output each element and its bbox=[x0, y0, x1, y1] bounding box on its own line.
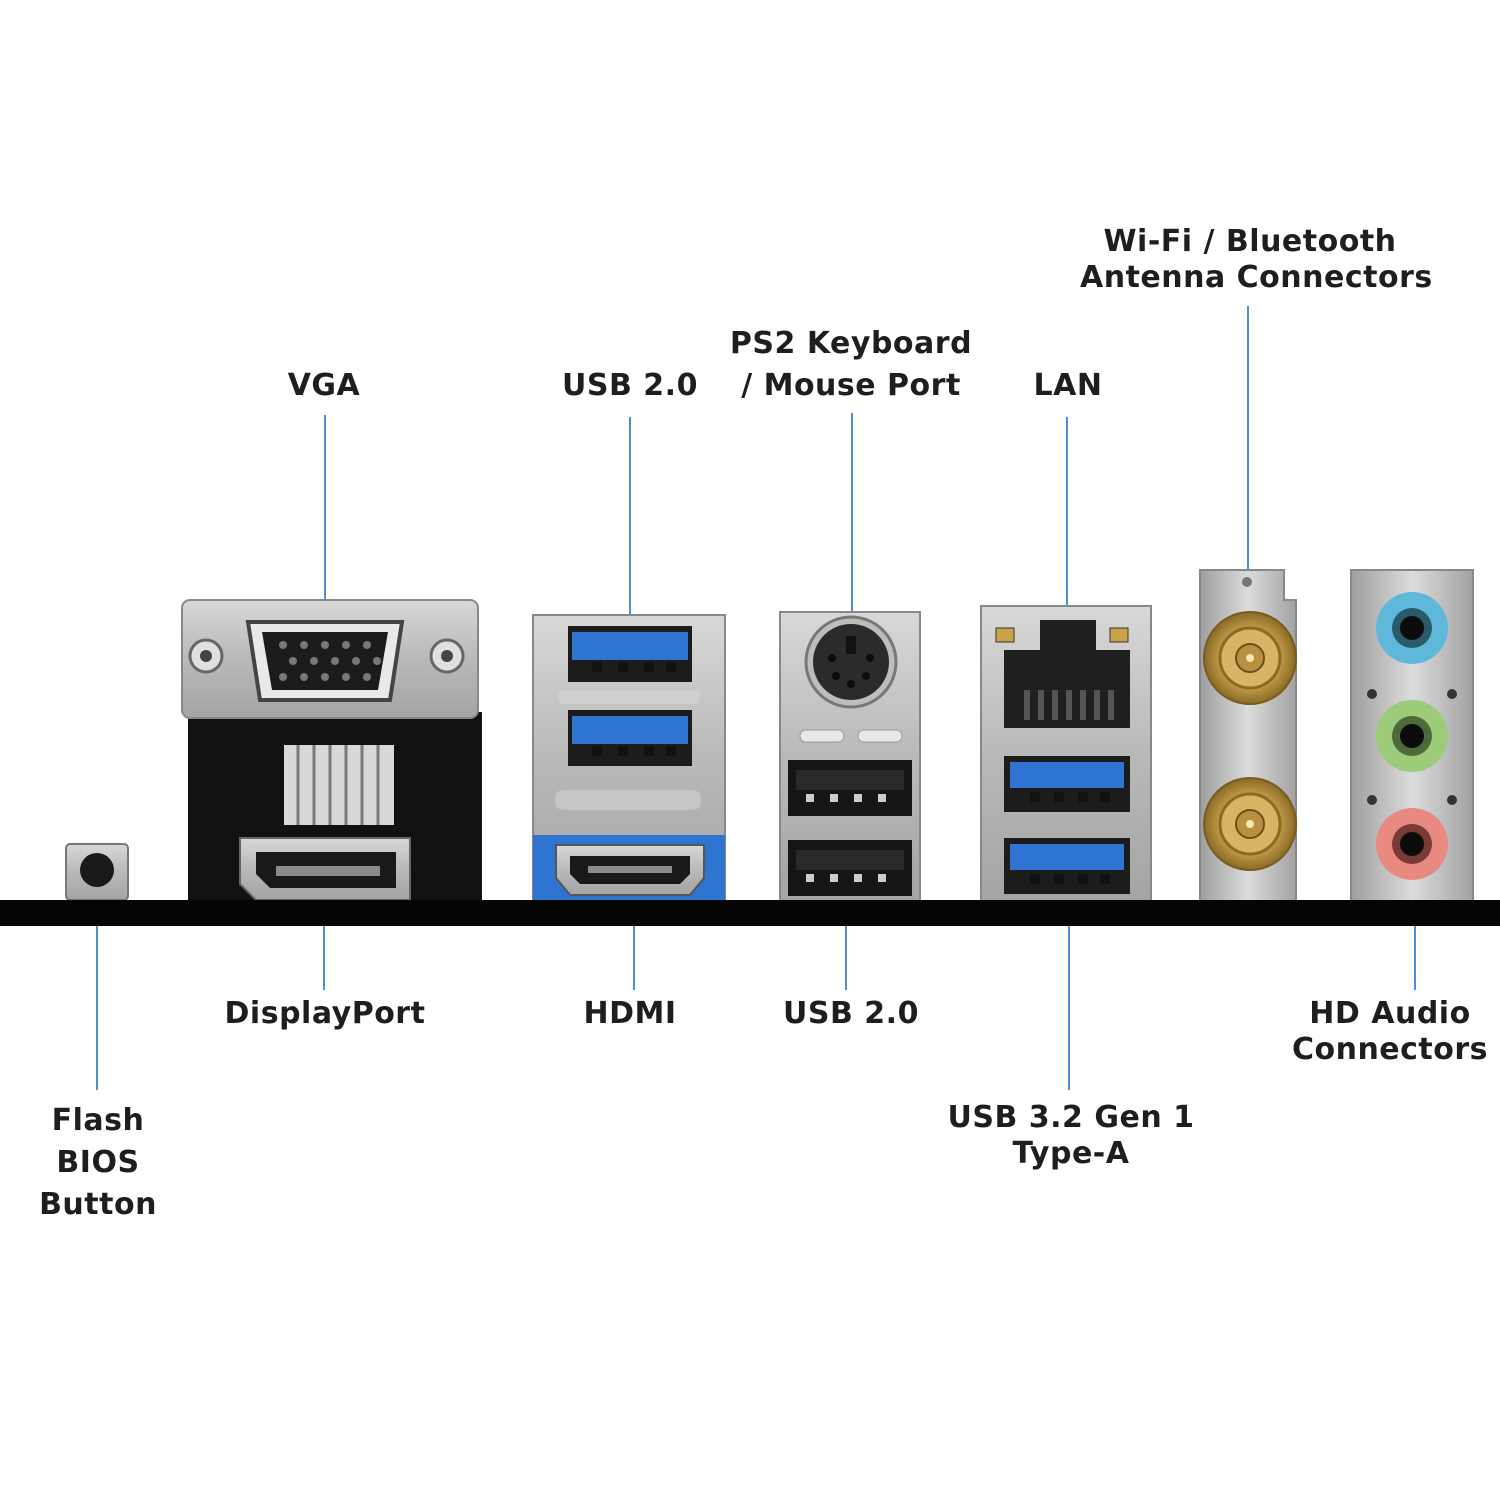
leader-usb20-bottom bbox=[845, 897, 847, 990]
vga-displayport-stack bbox=[181, 599, 482, 902]
flash-bios-button bbox=[65, 843, 129, 901]
leader-usb20-top bbox=[629, 417, 631, 622]
leader-wifi bbox=[1247, 306, 1249, 582]
leader-flash bbox=[96, 897, 98, 1090]
leader-hdmi bbox=[633, 897, 635, 990]
label-audio: HD Audio Connectors bbox=[1290, 996, 1490, 1068]
label-audio-line2: Connectors bbox=[1291, 1032, 1489, 1067]
label-flash-line3: Button bbox=[39, 1187, 157, 1222]
board-edge bbox=[0, 900, 1500, 926]
leader-audio bbox=[1414, 893, 1416, 990]
label-wifi-line1: Wi-Fi / Bluetooth bbox=[1103, 224, 1397, 259]
label-usb20-bottom: USB 2.0 bbox=[783, 996, 919, 1031]
ps2-usb-stack bbox=[779, 611, 921, 903]
label-wifi: Wi-Fi / Bluetooth Antenna Connectors bbox=[1080, 224, 1433, 296]
label-audio-line1: HD Audio bbox=[1309, 996, 1471, 1031]
leader-vga bbox=[324, 415, 326, 620]
label-vga: VGA bbox=[287, 368, 361, 403]
label-ps2: PS2 Keyboard / Mouse Port bbox=[718, 326, 984, 404]
hd-audio-plate bbox=[1350, 569, 1474, 903]
wifi-antenna-plate bbox=[1199, 569, 1297, 903]
label-lan: LAN bbox=[1033, 368, 1103, 403]
label-hdmi: HDMI bbox=[583, 996, 677, 1031]
usb-hdmi-stack bbox=[532, 614, 726, 903]
label-wifi-line2: Antenna Connectors bbox=[1080, 260, 1433, 295]
lan-usb32-stack bbox=[980, 605, 1152, 903]
label-ps2-line2: / Mouse Port bbox=[741, 368, 961, 403]
label-ps2-line1: PS2 Keyboard bbox=[729, 326, 973, 361]
label-flash-line1: Flash bbox=[51, 1103, 145, 1138]
label-flash: Flash BIOS Button bbox=[28, 1100, 168, 1226]
label-usb32-line1: USB 3.2 Gen 1 bbox=[947, 1100, 1195, 1135]
leader-usb32 bbox=[1068, 897, 1070, 1090]
leader-lan bbox=[1066, 417, 1068, 624]
label-usb32: USB 3.2 Gen 1 Type-A bbox=[940, 1100, 1202, 1172]
leader-ps2 bbox=[851, 413, 853, 635]
label-usb32-line2: Type-A bbox=[1012, 1136, 1130, 1171]
label-displayport: DisplayPort bbox=[224, 996, 426, 1031]
label-flash-line2: BIOS bbox=[56, 1145, 140, 1180]
leader-displayport bbox=[323, 897, 325, 990]
label-usb20-top: USB 2.0 bbox=[562, 368, 698, 403]
